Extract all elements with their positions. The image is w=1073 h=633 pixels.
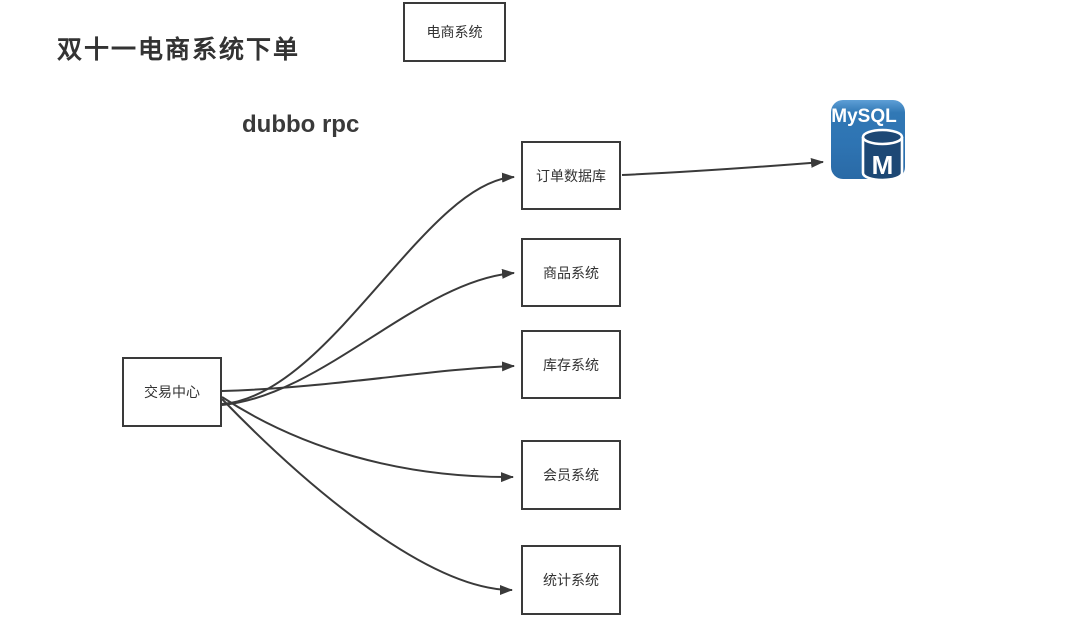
node-member-system[interactable]: 会员系统 [521, 440, 621, 510]
connector-trade-to-inventory[interactable] [221, 361, 515, 392]
database-cylinder-icon: M [861, 128, 904, 182]
connector-trade-to-product[interactable] [221, 268, 515, 406]
connector-trade-to-stats[interactable] [221, 398, 513, 595]
page-title: 双十一电商系统下单 [57, 36, 301, 64]
connector-trade-to-member[interactable] [221, 396, 514, 483]
node-trade-center[interactable]: 交易中心 [122, 357, 222, 427]
node-inventory-system[interactable]: 库存系统 [521, 330, 621, 399]
node-ecommerce-system[interactable]: 电商系统 [403, 2, 506, 62]
node-order-database[interactable]: 订单数据库 [521, 141, 621, 210]
node-product-system[interactable]: 商品系统 [521, 238, 621, 307]
mysql-letter: M [872, 150, 894, 180]
mysql-label: MySQL [831, 106, 897, 127]
connector-trade-to-orderdb[interactable] [221, 172, 515, 405]
dubbo-rpc-label: dubbo rpc [242, 111, 360, 138]
node-statistics-system[interactable]: 统计系统 [521, 545, 621, 615]
mysql-database-icon[interactable]: MySQL M [831, 100, 905, 182]
connector-orderdb-to-mysql[interactable] [621, 157, 824, 176]
